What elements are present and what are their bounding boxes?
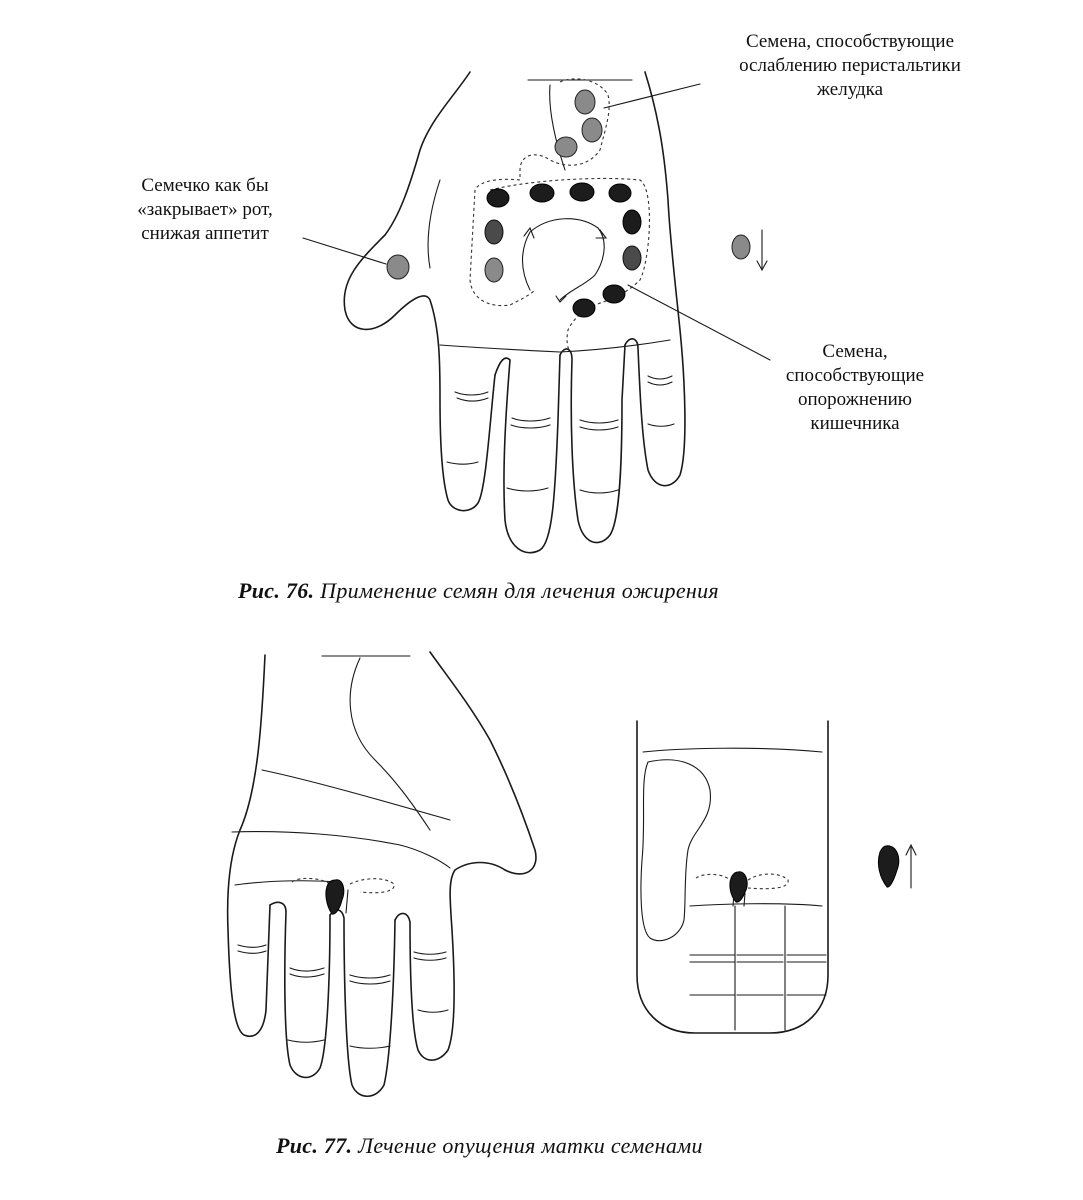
peristalsis-arrows	[521, 218, 608, 303]
label-intestine-line-4: кишечника	[810, 413, 900, 434]
hand-outline-77	[226, 651, 537, 1098]
seed	[554, 136, 578, 158]
figure-76-number: Рис. 76.	[238, 578, 315, 603]
mouth-seed	[386, 254, 410, 280]
seed	[602, 284, 626, 304]
figure-77-caption: Рис. 77. Лечение опущения матки семенами	[276, 1133, 703, 1159]
legend-seed-up	[877, 843, 917, 889]
seed	[581, 117, 603, 143]
label-intestine-line-2: способствующие	[785, 365, 925, 386]
legend-seed-down	[731, 229, 768, 272]
stomach-seeds	[554, 89, 603, 158]
seed	[569, 182, 595, 202]
seed	[608, 183, 632, 203]
hand-outline-76	[343, 71, 686, 554]
label-stomach-line-2: ослаблению перистальтики	[739, 55, 961, 76]
seed	[529, 183, 555, 203]
figure-76-caption: Рис. 76. Применение семян для лечения ож…	[238, 578, 719, 604]
label-mouth-line-2: «закрывает» рот,	[137, 199, 273, 220]
label-intestine-line-1: Семена,	[822, 341, 888, 362]
uterus-seed-left	[325, 879, 345, 915]
uterus-seed-finger	[729, 871, 748, 903]
label-stomach-line-3: желудка	[816, 79, 884, 100]
seed	[622, 245, 642, 271]
label-intestine-seeds: Семена, способствующие опорожнению кишеч…	[760, 340, 950, 436]
label-mouth-line-1: Семечко как бы	[141, 175, 269, 196]
seed	[572, 298, 596, 318]
seed	[622, 209, 642, 235]
seed	[484, 219, 504, 245]
seed	[484, 257, 504, 283]
label-stomach-line-1: Семена, способствующие	[745, 31, 955, 52]
label-stomach-seeds: Семена, способствующие ослаблению перист…	[700, 30, 1000, 102]
label-mouth-seed: Семечко как бы «закрывает» рот, снижая а…	[110, 174, 300, 246]
figure-76-title: Применение семян для лечения ожирения	[320, 578, 719, 603]
seed	[574, 89, 596, 115]
figure-77-number: Рис. 77.	[276, 1133, 353, 1158]
label-intestine-line-3: опорожнению	[798, 389, 912, 410]
label-mouth-line-3: снижая аппетит	[141, 223, 269, 244]
seed	[486, 188, 510, 208]
intestine-seeds	[484, 182, 642, 318]
intestine-zone-outline	[469, 78, 651, 353]
figure-77-title: Лечение опущения матки семенами	[358, 1133, 703, 1158]
